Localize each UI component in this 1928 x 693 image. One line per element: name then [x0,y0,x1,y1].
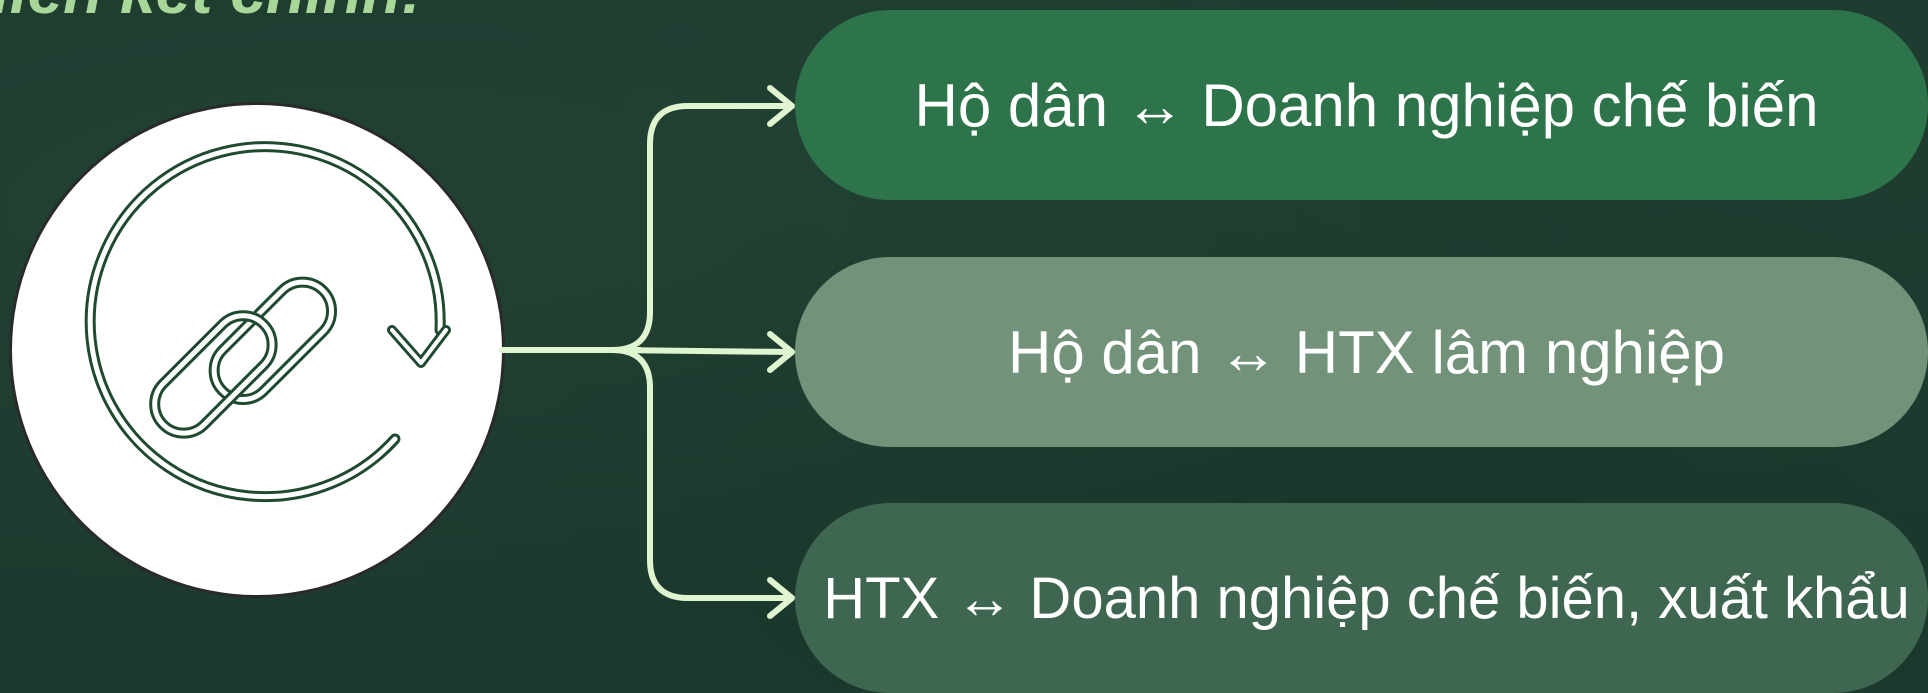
link-pill-household-cooperative: Hộ dân ↔ HTX lâm nghiệp [795,257,1928,447]
link-icon-circle [12,105,502,595]
link-label: Hộ dân ↔ Doanh nghiệp chế biến [914,71,1819,139]
chain-link-cycle-icon [84,141,451,503]
link-label: Hộ dân ↔ HTX lâm nghiệp [1007,318,1725,386]
link-pill-household-processor: Hộ dân ↔ Doanh nghiệp chế biến [795,10,1928,200]
section-heading: liên kết chính: [0,0,422,28]
link-pill-cooperative-exporter: HTX ↔ Doanh nghiệp chế biến, xuất khẩu [795,503,1928,693]
link-label: HTX ↔ Doanh nghiệp chế biến, xuất khẩu [823,565,1910,631]
